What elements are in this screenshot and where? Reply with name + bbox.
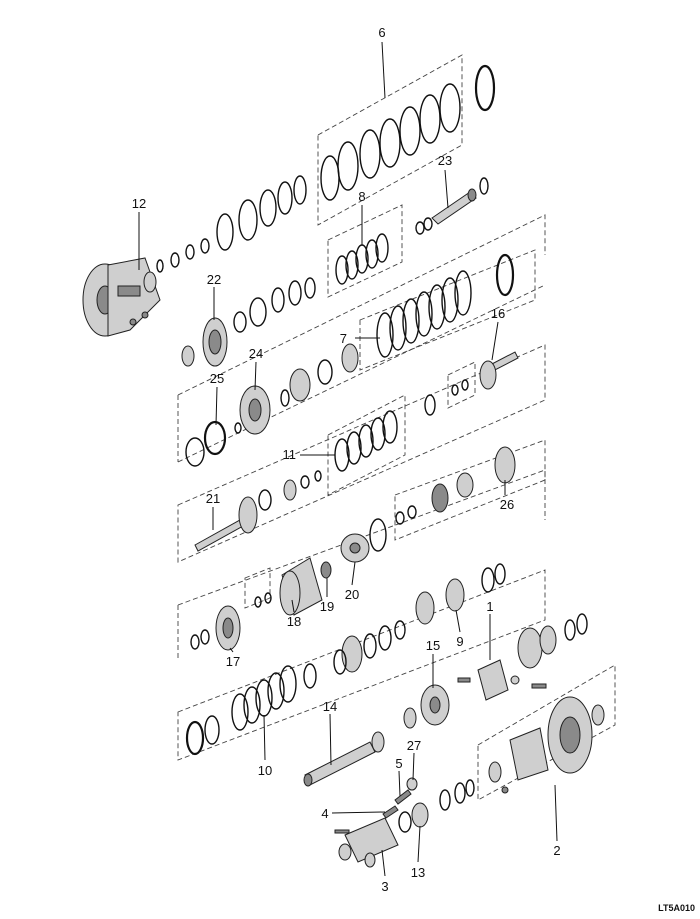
leader-lines <box>138 41 558 877</box>
part-label-20: 20 <box>345 587 359 602</box>
input-shaft-21 <box>194 470 322 552</box>
drum-24 <box>239 368 311 435</box>
part-label-3: 3 <box>381 879 388 894</box>
part-label-9: 9 <box>456 634 463 649</box>
shaft-23 <box>431 177 489 225</box>
bearing-22 <box>181 317 228 367</box>
clutch-pack-8 <box>335 217 433 285</box>
part-label-19: 19 <box>320 599 334 614</box>
ring-gear-housing-18 <box>279 557 323 616</box>
part-label-13: 13 <box>411 865 425 880</box>
differential-2 <box>488 696 605 794</box>
planetary-carrier-20 <box>340 518 387 563</box>
part-label-12: 12 <box>132 196 146 211</box>
part-number-labels: 6 12 8 23 22 7 16 24 25 11 21 26 20 19 1… <box>132 25 561 894</box>
part-label-25: 25 <box>210 371 224 386</box>
part-label-24: 24 <box>249 346 263 361</box>
part-label-7: 7 <box>340 331 347 346</box>
clutch-pack-11 <box>334 394 436 472</box>
part-label-18: 18 <box>287 614 301 629</box>
figure-id: LT5A010 <box>658 903 695 913</box>
ring-set-row-3 <box>233 277 316 333</box>
ring-set-row-9 <box>303 620 406 689</box>
gear-shaft-16 <box>451 351 519 396</box>
clutch-plate-pack-6 <box>320 64 496 201</box>
part-label-27: 27 <box>407 738 421 753</box>
clutch-plate-pack-7 <box>317 253 515 385</box>
part-label-4: 4 <box>321 806 328 821</box>
bracket-1 <box>457 659 520 701</box>
part-label-1: 1 <box>486 599 493 614</box>
assembly-frames <box>177 54 616 801</box>
gear-set-right <box>517 613 588 689</box>
brake-band-25 <box>185 420 242 467</box>
drum-15 <box>403 684 450 729</box>
clutch-pack-10 <box>185 665 297 756</box>
pump-housing-12 <box>82 257 161 337</box>
part-label-23: 23 <box>438 153 452 168</box>
part-label-15: 15 <box>426 638 440 653</box>
part-label-17: 17 <box>226 654 240 669</box>
part-label-21: 21 <box>206 491 220 506</box>
part-label-2: 2 <box>553 843 560 858</box>
gear-9 <box>415 563 506 625</box>
valve-body-3 <box>334 817 399 868</box>
part-label-11: 11 <box>283 447 297 462</box>
part-label-8: 8 <box>358 189 365 204</box>
part-label-26: 26 <box>500 497 514 512</box>
small-gear-19 <box>320 561 332 579</box>
part-label-16: 16 <box>491 306 505 321</box>
small-parts-4-5-27 <box>382 777 418 819</box>
part-label-5: 5 <box>395 756 402 771</box>
part-label-22: 22 <box>207 272 221 287</box>
gear-26 <box>395 446 516 525</box>
ring-set-row-2 <box>156 175 307 273</box>
gear-17 <box>190 592 272 651</box>
part-label-14: 14 <box>323 699 337 714</box>
part-label-6: 6 <box>378 25 385 40</box>
sleeve-13 <box>398 779 475 833</box>
part-label-10: 10 <box>258 763 272 778</box>
shaft-14 <box>303 731 385 787</box>
